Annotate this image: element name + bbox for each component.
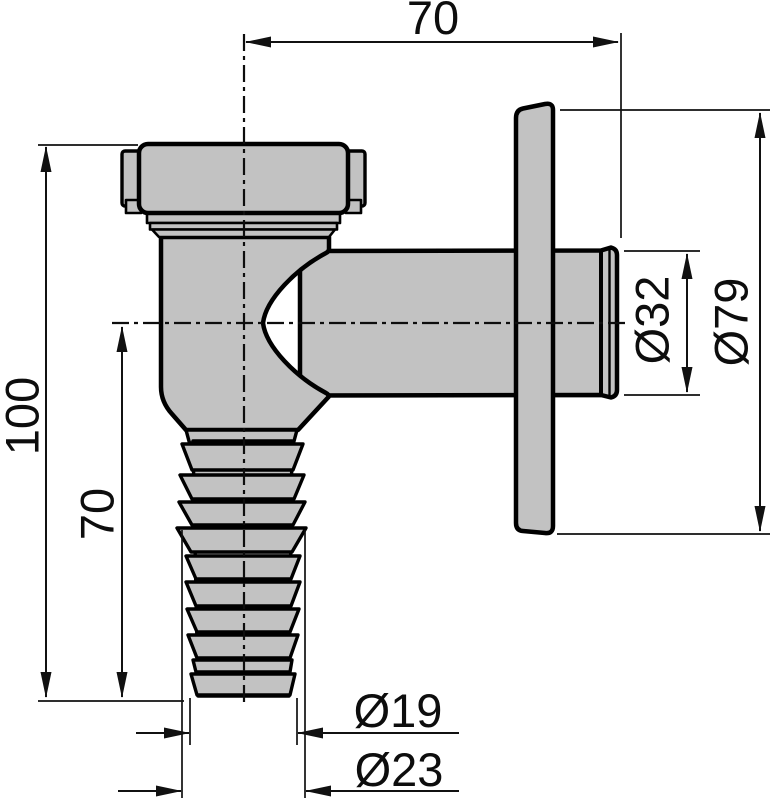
arrowhead-left [297, 727, 323, 739]
siphon-body [158, 234, 332, 433]
arrowhead-right [593, 36, 619, 48]
dim-barb-tip-diameter-label: Ø19 [354, 684, 443, 737]
arrowhead-down [116, 672, 128, 698]
arrowhead-up [681, 253, 693, 279]
dim-spout-height: 70 [71, 326, 128, 698]
arrowhead-left [245, 36, 271, 48]
dim-overall-height: 100 [0, 144, 184, 702]
barb-rib [180, 442, 305, 472]
dim-spout-height-label: 70 [71, 488, 124, 540]
barb-rib [178, 473, 306, 501]
dim-flange-diameter-label: Ø79 [705, 278, 758, 367]
dim-barb-outer-diameter: Ø23 [118, 530, 459, 798]
dim-barb-tip-diameter: Ø19 [136, 684, 459, 745]
siphon-part [120, 101, 620, 698]
dim-top-width: 70 [245, 0, 622, 238]
arrowhead-up [116, 326, 128, 352]
arrowhead-right [164, 727, 190, 739]
dim-overall-height-label: 100 [0, 377, 49, 455]
arrowhead-down [681, 367, 693, 393]
arrowhead-down [754, 506, 766, 532]
dim-top-width-label: 70 [407, 0, 459, 44]
dim-barb-outer-diameter-label: Ø23 [355, 743, 444, 796]
dim-pipe-diameter: Ø32 [624, 250, 700, 396]
wall-flange [513, 101, 556, 536]
arrowhead-up [754, 112, 766, 138]
arrowhead-right [156, 785, 182, 797]
dim-pipe-diameter-label: Ø32 [626, 276, 679, 365]
dim-flange-diameter: Ø79 [557, 109, 770, 535]
centerlines [112, 34, 630, 706]
barb-rib-band [191, 658, 294, 674]
arrowhead-left [305, 785, 331, 797]
arrowhead-down [40, 672, 52, 698]
hose-barb [175, 428, 308, 698]
arrowhead-up [40, 146, 52, 172]
barb-rib [185, 607, 301, 634]
barb-rib [175, 526, 308, 554]
barb-tip-rib [189, 672, 297, 697]
barb-rib [177, 500, 307, 527]
